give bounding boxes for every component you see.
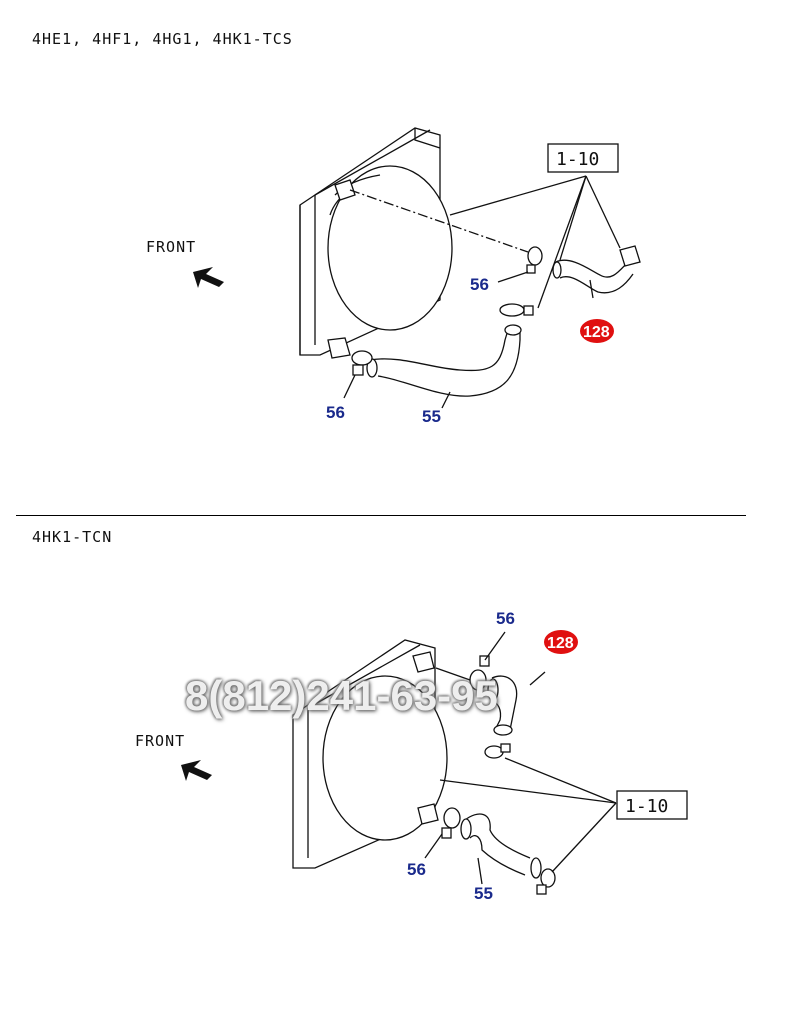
highlight-128-bottom [544,630,578,654]
phone-watermark: 8(812)241-63-95 [185,672,498,719]
clamp-mid-bottom [484,743,511,759]
top-assembly [299,127,641,409]
clamp-lower-bottom [441,807,461,839]
clamp-upper-bottom [469,655,490,691]
hose-55-bottom [460,813,542,879]
callout-128-top: 128 [583,324,610,341]
front-arrow-top-icon [193,267,224,288]
radiator-shroud-bottom [292,639,448,869]
radiator-shroud-top [299,127,453,359]
callout-128-bottom: 128 [547,635,574,652]
front-label-top: FRONT [146,238,196,256]
callout-56-lower-bottom: 56 [407,860,426,879]
callout-55-top: 55 [422,407,441,426]
hose-128-bottom [487,675,518,736]
hose-128-top [552,259,634,294]
hose-55-top [366,324,522,397]
callout-55-bottom: 55 [474,884,493,903]
front-arrow-bottom-icon [181,760,212,781]
bottom-assembly [292,631,617,895]
ref-box-label-bottom: 1-10 [625,796,668,817]
ref-box-label-top: 1-10 [556,149,599,170]
clamp-mid-top [499,303,534,317]
highlight-128-top [580,319,614,343]
front-label-bottom: FRONT [135,732,185,750]
section-title-bottom: 4HK1-TCN [32,528,113,546]
callout-56-lower-top: 56 [326,403,345,422]
callout-56-upper-bottom: 56 [496,609,515,628]
clamp-upper-top [526,246,543,274]
section-title-top: 4HE1, 4HF1, 4HG1, 4HK1-TCS [32,30,293,48]
clamp-end-bottom [536,868,556,895]
ref-box-top [547,143,619,173]
section-divider [16,515,746,516]
clamp-lower-top [351,350,373,376]
ref-box-bottom [616,790,688,820]
clamp-right-top [619,245,641,267]
callout-56-upper-top: 56 [470,275,489,294]
